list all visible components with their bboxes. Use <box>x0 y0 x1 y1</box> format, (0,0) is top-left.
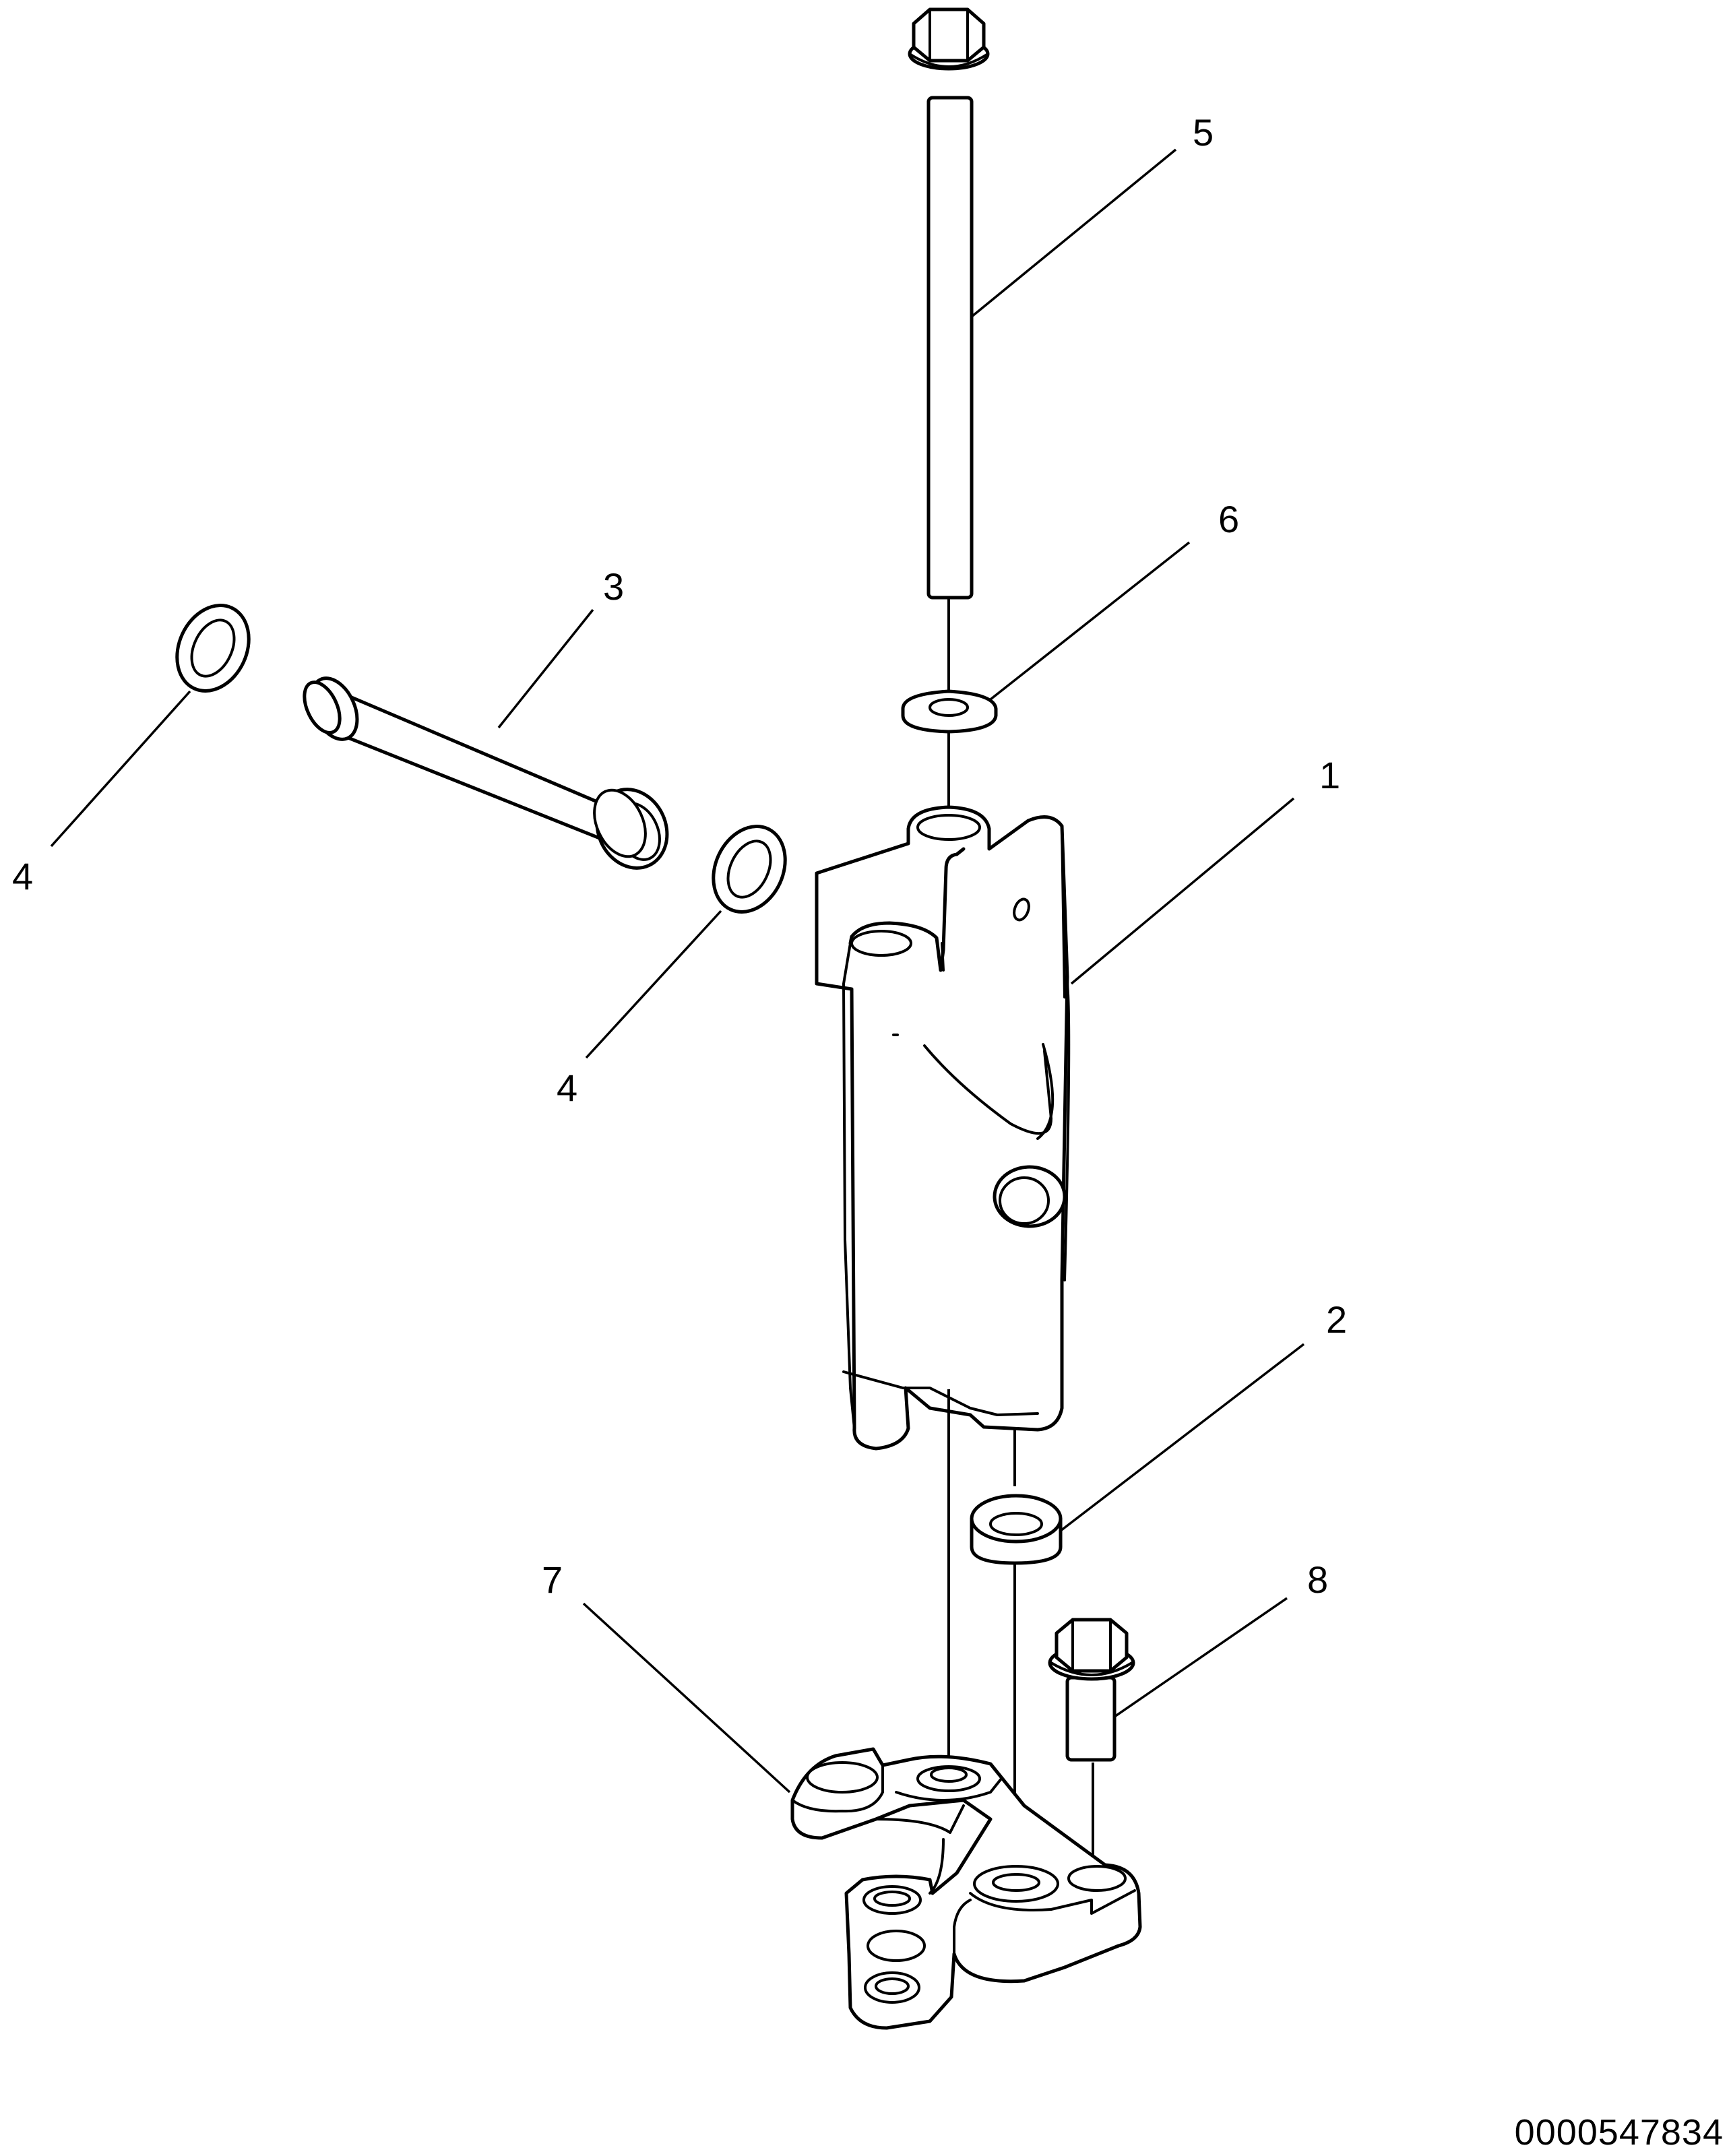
part-4-oring-right <box>712 825 787 914</box>
leader-6 <box>989 541 1191 701</box>
part-8-short-bolt <box>1048 1618 1135 1762</box>
leader-2 <box>1059 1343 1305 1532</box>
leader-5 <box>970 148 1177 318</box>
leader-4b <box>585 910 722 1059</box>
part-6-washer <box>901 689 998 734</box>
leader-3 <box>497 608 594 729</box>
part-2-bushing <box>970 1494 1063 1565</box>
part-4-oring-left <box>175 604 251 693</box>
figure-id-label: 0000547834 <box>1514 2112 1724 2153</box>
callout-7: 7 <box>542 1558 563 1601</box>
callout-4a: 4 <box>12 855 33 897</box>
leader-8 <box>1114 1597 1288 1718</box>
callout-4b: 4 <box>557 1067 577 1109</box>
callout-1: 1 <box>1319 754 1340 796</box>
part-3-pin <box>303 676 669 870</box>
callout-6: 6 <box>1218 498 1239 540</box>
leader-1 <box>1070 797 1295 985</box>
callout-2: 2 <box>1326 1298 1347 1341</box>
part-5-long-bolt <box>908 7 990 600</box>
leader-4a <box>50 690 191 848</box>
callout-3: 3 <box>603 565 624 608</box>
leader-7 <box>582 1602 791 1794</box>
part-7-base-plate <box>790 1747 1142 2030</box>
part-1-bracket <box>815 805 1071 1451</box>
callout-8: 8 <box>1307 1558 1328 1601</box>
callout-5: 5 <box>1193 111 1214 154</box>
